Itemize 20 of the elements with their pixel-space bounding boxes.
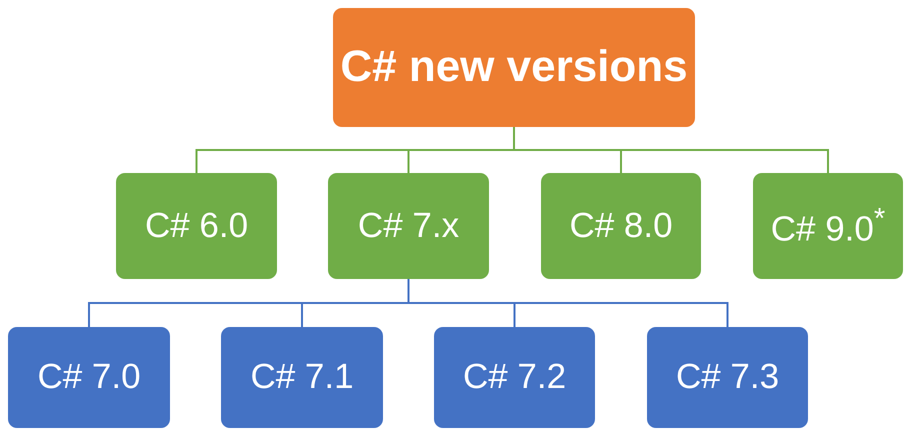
- version-box: [434, 327, 595, 428]
- version-box: [116, 173, 277, 279]
- version-box: [328, 173, 489, 279]
- version-label: C# 6.0: [144, 206, 248, 246]
- version-box: [647, 327, 808, 428]
- version-label: C# 7.x: [358, 206, 460, 246]
- connector-line: [513, 127, 829, 173]
- version-box: [8, 327, 170, 428]
- version-box: [753, 173, 903, 279]
- version-label: C# 7.1: [250, 357, 354, 398]
- version-box: [541, 173, 701, 279]
- version-label: C# 7.3: [676, 357, 780, 398]
- version-label: C# 7.0: [37, 357, 141, 398]
- connector-line: [408, 279, 728, 327]
- root-title: C# new versions: [340, 42, 688, 93]
- version-label: C# 9.0$^{*}$: [770, 202, 886, 250]
- version-box: [221, 327, 383, 428]
- version-label: C# 7.2: [462, 357, 566, 398]
- version-label: C# 8.0: [569, 206, 673, 246]
- root-box: [333, 8, 695, 127]
